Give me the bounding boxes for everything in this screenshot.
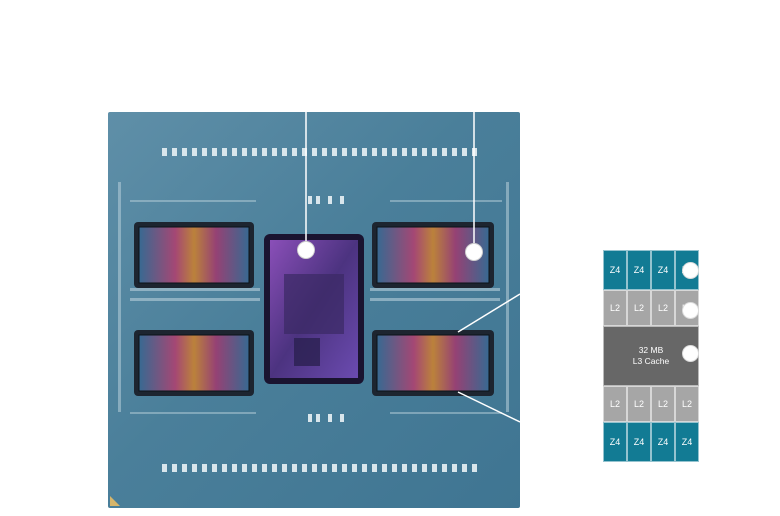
l2-cell: L2 (627, 290, 651, 326)
core-callout-marker[interactable] (682, 262, 699, 279)
l2-cell: L2 (603, 290, 627, 326)
l3-callout-marker[interactable] (682, 345, 699, 362)
core-cell: Z4 (603, 422, 627, 462)
cpu-package (108, 112, 520, 508)
package-artwork (110, 112, 520, 506)
core-cell: Z4 (627, 422, 651, 462)
core-cell: Z4 (675, 422, 699, 462)
io-die-callout-marker[interactable] (297, 241, 315, 259)
bottom-pad-row (162, 464, 477, 472)
core-cell: Z4 (651, 250, 675, 290)
top-pad-row (162, 148, 477, 156)
core-cell: Z4 (651, 422, 675, 462)
l3-size: 32 MB (638, 345, 664, 355)
l2-cell: L2 (603, 386, 627, 422)
l2-callout-marker[interactable] (682, 302, 699, 319)
l3-label: L3 Cache (632, 356, 670, 366)
ccd-die-top-right (372, 222, 494, 288)
center-pads (308, 196, 344, 422)
l2-cell: L2 (651, 386, 675, 422)
ccd-die-top-left (134, 222, 254, 288)
ccd-die-bottom-right (372, 330, 494, 396)
side-contacts (118, 182, 509, 414)
l2-cell: L2 (675, 386, 699, 422)
ccd-callout-marker[interactable] (465, 243, 483, 261)
io-die (264, 234, 364, 384)
core-cell: Z4 (627, 250, 651, 290)
core-cell: Z4 (603, 250, 627, 290)
l2-cell: L2 (627, 386, 651, 422)
l2-cell: L2 (651, 290, 675, 326)
callout-lines (305, 112, 520, 423)
package-marker-icon (110, 496, 120, 506)
ccd-die-bottom-left (134, 330, 254, 396)
